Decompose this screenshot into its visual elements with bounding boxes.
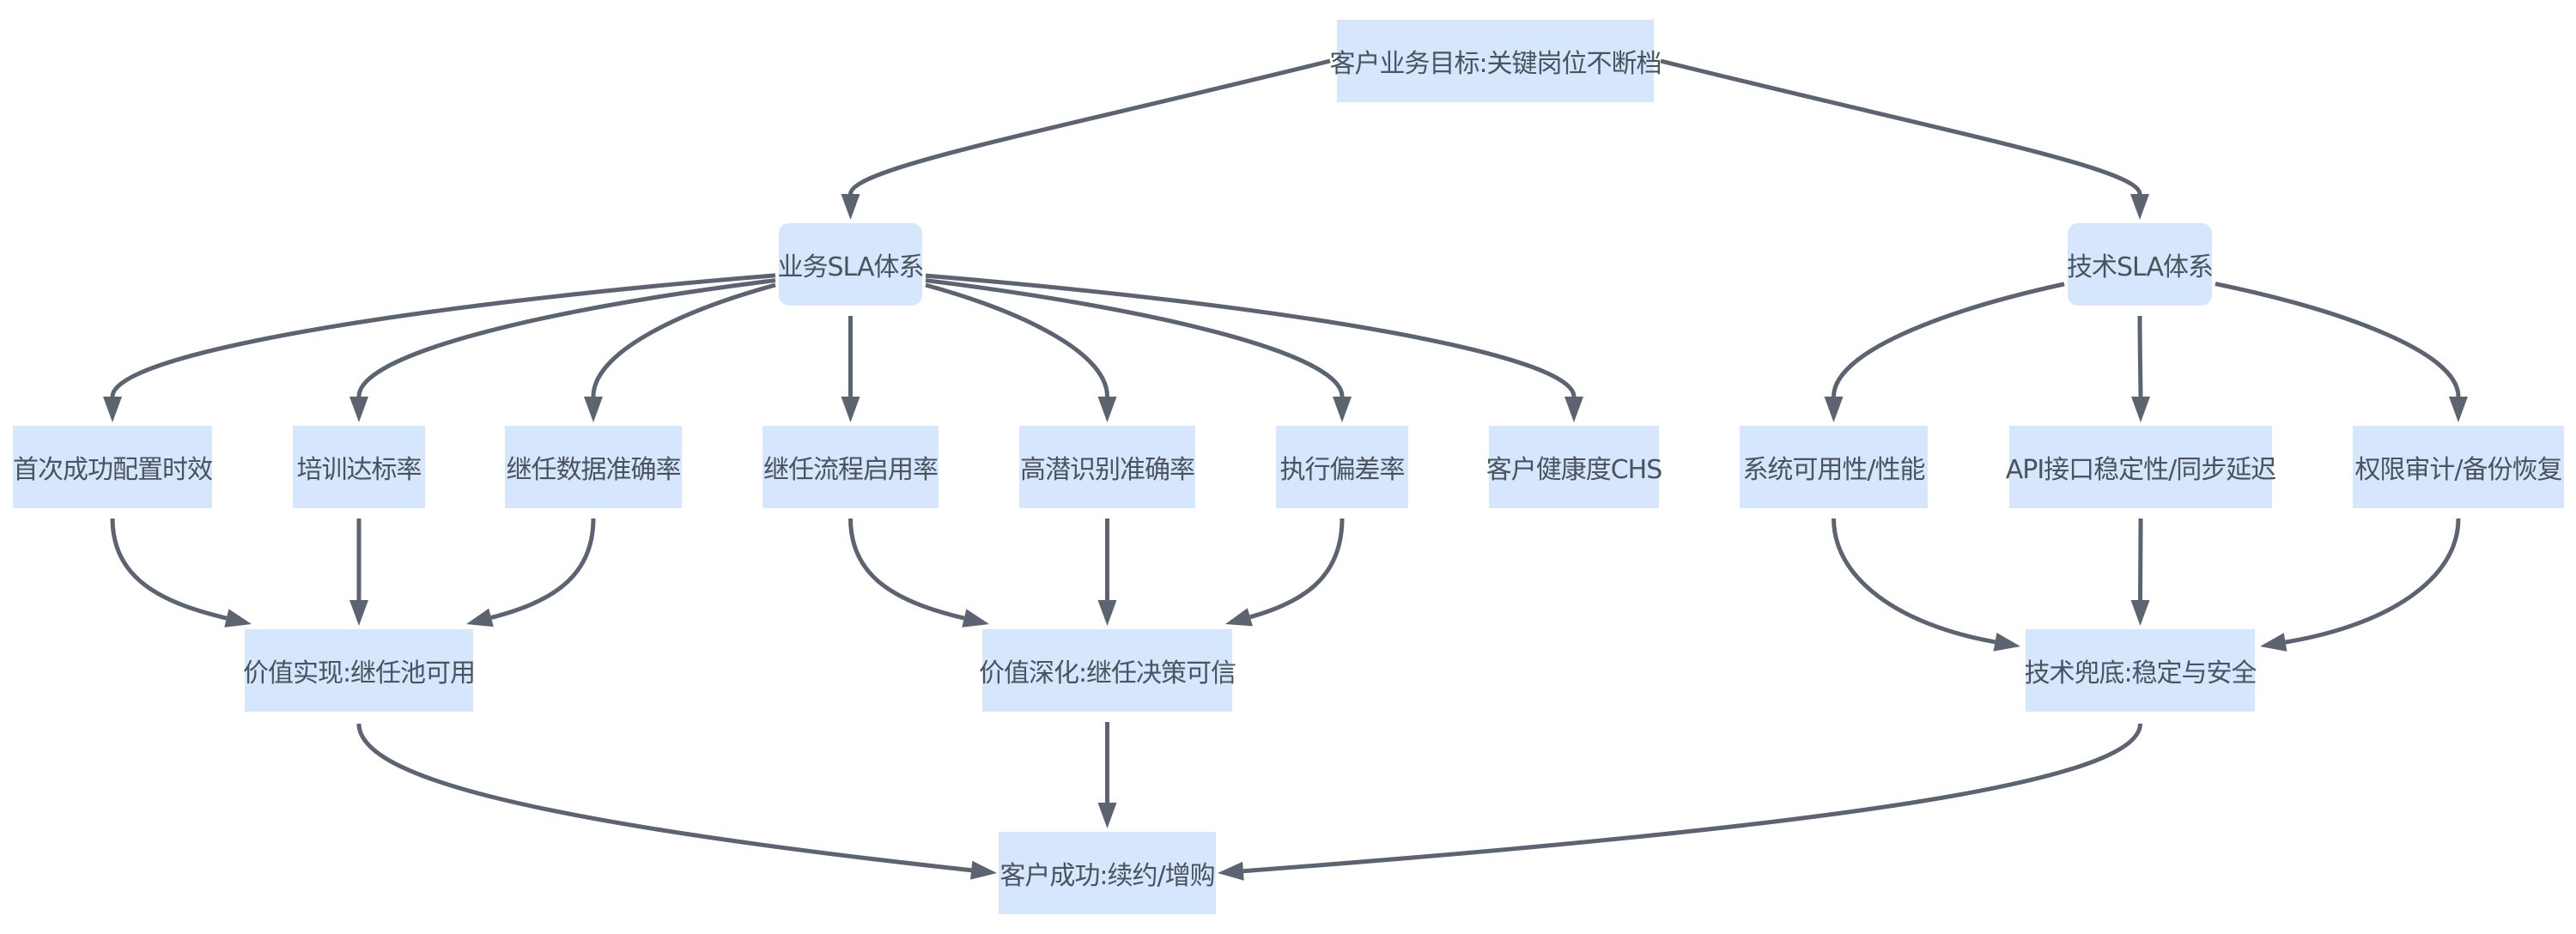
arrowhead-biz_sla-to-m5	[1097, 397, 1117, 422]
arrowhead-tech_sla-to-t1	[1824, 397, 1844, 422]
node-label: 继任数据准确率	[506, 455, 682, 485]
arrowhead-biz_sla-to-m2	[349, 397, 368, 422]
edge-biz_sla-to-m7	[925, 273, 1577, 397]
arrowhead-m2-to-v1	[349, 600, 368, 626]
edge-t2-to-v3	[2138, 518, 2143, 601]
node-label: 高潜识别准确率	[1020, 455, 1195, 485]
arrowhead-t1-to-v3	[1993, 632, 2020, 652]
edge-biz_sla-to-m5	[925, 282, 1109, 397]
arrowhead-biz_sla-to-m3	[584, 397, 603, 422]
node-value-deepening[interactable]: 价值深化:继任决策可信	[979, 629, 1236, 712]
node-api-stability[interactable]: API接口稳定性/同步延迟	[2006, 426, 2276, 508]
arrowhead-t2-to-v3	[2130, 600, 2150, 626]
arrowhead-v2-to-success	[1097, 803, 1117, 828]
arrowhead-biz_sla-to-m6	[1333, 397, 1352, 422]
node-label: 价值深化:继任决策可信	[978, 658, 1236, 688]
node-training-pass-rate[interactable]: 培训达标率	[293, 426, 425, 508]
edge-v1-to-success	[356, 723, 972, 873]
node-value-realization[interactable]: 价值实现:继任池可用	[242, 629, 476, 712]
node-high-potential-accuracy[interactable]: 高潜识别准确率	[1019, 426, 1195, 508]
arrowhead-biz_sla-to-m7	[1564, 397, 1583, 422]
arrowhead-m3-to-v1	[466, 608, 494, 628]
node-label: 客户成功:续约/增购	[999, 861, 1215, 891]
arrowhead-m4-to-v2	[962, 609, 989, 628]
edge-biz_sla-to-m6	[925, 278, 1345, 397]
arrowhead-t3-to-v3	[2260, 633, 2287, 652]
edge-t1-to-v3	[1832, 518, 1996, 645]
edge-biz_sla-to-m2	[356, 278, 776, 397]
node-label: 执行偏差率	[1279, 455, 1406, 485]
node-label: 培训达标率	[296, 455, 422, 485]
node-label: API接口稳定性/同步延迟	[2005, 455, 2277, 485]
arrowhead-m1-to-v1	[224, 609, 252, 628]
edge-m4-to-v2	[848, 518, 965, 621]
arrowhead-tech_sla-to-t3	[2449, 397, 2468, 422]
arrowhead-v1-to-success	[969, 860, 997, 880]
edge-biz_sla-to-m3	[591, 282, 776, 397]
node-first-config-time[interactable]: 首次成功配置时效	[13, 426, 213, 508]
node-label: 权限审计/备份恢复	[2354, 455, 2562, 485]
node-label: 业务SLA体系	[777, 252, 925, 282]
node-label: 技术兜底:稳定与安全	[2024, 658, 2257, 688]
node-permission-audit-backup[interactable]: 权限审计/备份恢复	[2353, 426, 2564, 508]
edge-v3-to-success	[1242, 723, 2142, 874]
node-business-sla-system[interactable]: 业务SLA体系	[777, 223, 925, 306]
node-label: 继任流程启用率	[763, 455, 939, 485]
node-system-availability[interactable]: 系统可用性/性能	[1740, 426, 1928, 508]
arrowhead-tech_sla-to-t2	[2131, 397, 2150, 422]
edge-goal-to-biz_sla	[848, 58, 1331, 195]
node-customer-success[interactable]: 客户成功:续约/增购	[999, 832, 1216, 914]
node-tech-safeguard[interactable]: 技术兜底:稳定与安全	[2024, 629, 2257, 712]
arrowhead-biz_sla-to-m4	[841, 397, 860, 422]
node-label: 技术SLA体系	[2067, 252, 2214, 282]
node-execution-deviation-rate[interactable]: 执行偏差率	[1276, 426, 1408, 508]
edge-tech_sla-to-t1	[1832, 282, 2065, 397]
node-label: 客户健康度CHS	[1485, 455, 1663, 485]
arrowhead-m6-to-v2	[1225, 608, 1253, 627]
node-succession-process-adoption[interactable]: 继任流程启用率	[762, 426, 939, 508]
node-customer-business-goal[interactable]: 客户业务目标:关键岗位不断档	[1329, 20, 1662, 102]
edge-m3-to-v1	[490, 518, 596, 620]
arrowhead-m5-to-v2	[1097, 600, 1117, 626]
node-label: 首次成功配置时效	[13, 455, 213, 485]
node-label: 价值实现:继任池可用	[242, 658, 476, 688]
arrowhead-biz_sla-to-m1	[103, 397, 122, 422]
edge-m6-to-v2	[1249, 518, 1345, 620]
node-label: 客户业务目标:关键岗位不断档	[1329, 49, 1662, 79]
arrowhead-goal-to-biz_sla	[841, 194, 860, 220]
arrowhead-goal-to-tech_sla	[2130, 194, 2149, 220]
arrowhead-v3-to-success	[1218, 861, 1244, 881]
node-tech-sla-system[interactable]: 技术SLA体系	[2067, 223, 2214, 306]
edge-tech_sla-to-t3	[2215, 282, 2461, 397]
node-succession-data-accuracy[interactable]: 继任数据准确率	[505, 426, 682, 508]
edge-goal-to-tech_sla	[1660, 58, 2142, 195]
node-customer-health-chs[interactable]: 客户健康度CHS	[1485, 426, 1663, 508]
edge-biz_sla-to-m1	[110, 273, 776, 397]
edge-tech_sla-to-t2	[2137, 315, 2143, 397]
edge-t3-to-v3	[2285, 518, 2461, 645]
node-label: 系统可用性/性能	[1742, 455, 1925, 485]
edge-m1-to-v1	[110, 518, 228, 621]
